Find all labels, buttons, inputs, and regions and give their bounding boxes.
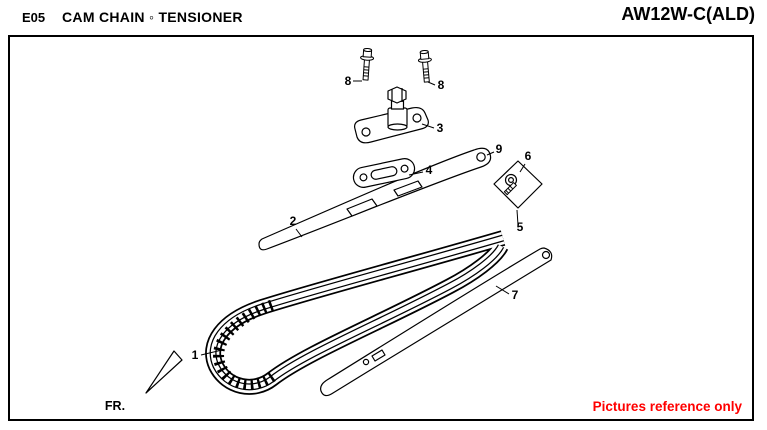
diagram-frame: 1 2 3 4 5 6 7 8 8 9 FR. Pictures referen… xyxy=(8,35,754,421)
guide-pivot-hole xyxy=(476,152,486,162)
fr-label: FR. xyxy=(105,399,125,413)
section-code: E05 xyxy=(22,10,46,25)
callout-7: 7 xyxy=(512,288,519,302)
callout-2: 2 xyxy=(290,214,297,228)
cam-chain-drawing xyxy=(205,230,509,395)
tensioner-body-drawing xyxy=(354,86,429,144)
gasket-drawing xyxy=(352,158,416,188)
pivot-bolt-detail-drawing xyxy=(493,160,543,209)
bolt-left-drawing xyxy=(360,47,375,81)
callout-4: 4 xyxy=(426,163,433,177)
bolt-right-drawing xyxy=(417,49,432,83)
callout-5: 5 xyxy=(517,220,524,234)
callout-9: 9 xyxy=(496,142,503,156)
callout-3: 3 xyxy=(437,121,444,135)
reference-note: Pictures reference only xyxy=(592,399,742,414)
model-code: AW12W-C(ALD) xyxy=(621,4,755,24)
callout-8b: 8 xyxy=(438,78,445,92)
fr-arrow-icon xyxy=(145,350,183,394)
parts-diagram: 1 2 3 4 5 6 7 8 8 9 FR. xyxy=(105,47,553,413)
chain-guide-lower-drawing xyxy=(320,247,553,397)
section-title: CAM CHAIN ◦ TENSIONER xyxy=(62,9,243,25)
callout-6: 6 xyxy=(525,149,532,163)
chain-links-texture xyxy=(213,299,277,390)
callout-1: 1 xyxy=(192,348,199,362)
chain-guide-upper-drawing xyxy=(258,147,492,251)
callout-8a: 8 xyxy=(345,74,352,88)
leader-lines xyxy=(200,80,526,356)
